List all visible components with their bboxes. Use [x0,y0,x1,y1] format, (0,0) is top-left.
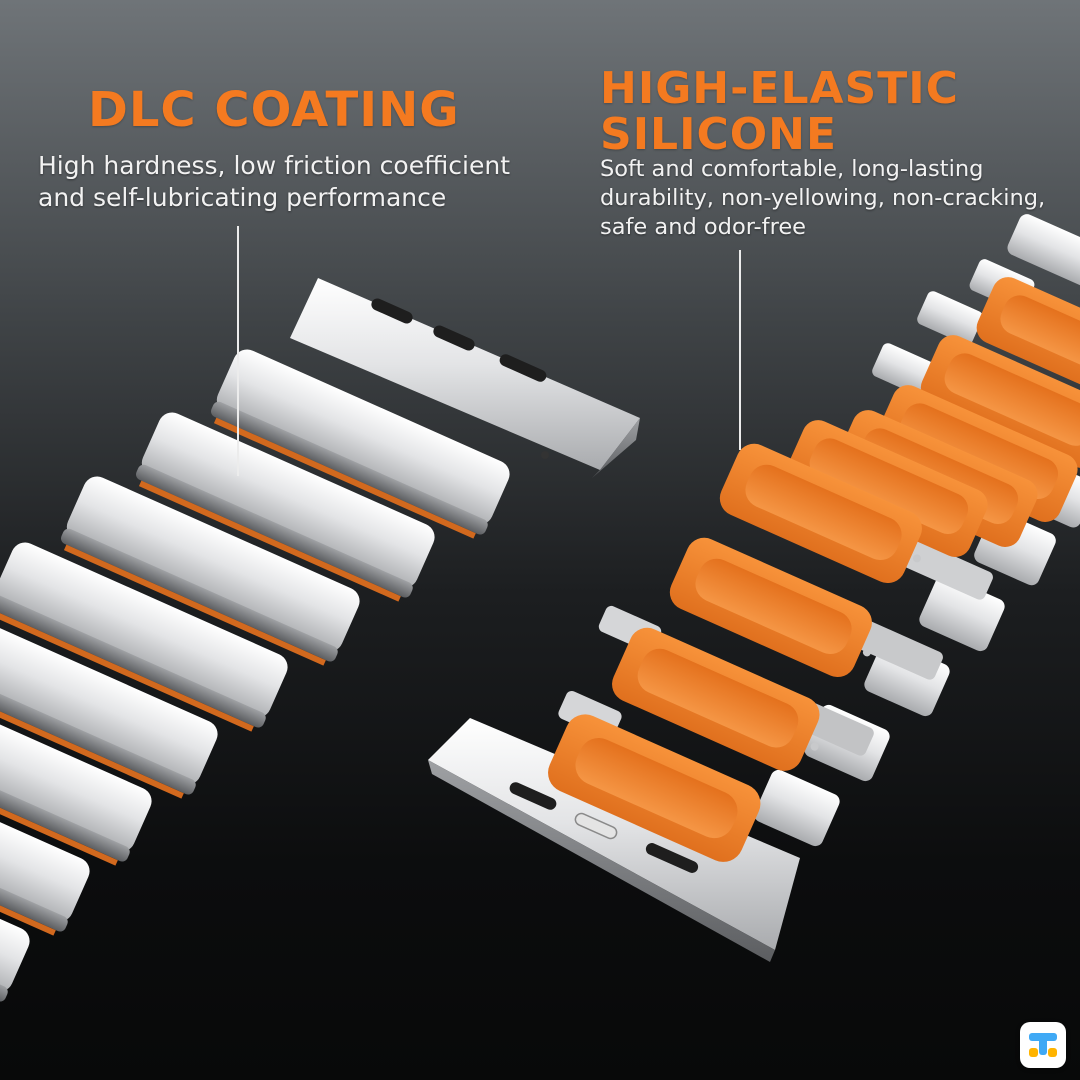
steel-link [136,412,435,602]
steel-link [0,609,218,799]
steel-connector [290,278,640,478]
dlc-coating-title: DLC COATING [88,82,460,138]
steel-link [61,476,360,666]
steel-link-band [0,278,640,1002]
dlc-coating-description: High hardness, low friction coefficient … [38,151,510,212]
silicone-link-band [428,214,1080,962]
silicone-title: HIGH-ELASTIC SILICONE [600,63,959,160]
dlc-callout-line [237,226,239,476]
steel-link [0,676,152,866]
silicone-link [669,537,872,678]
app-logo-glyph [1029,1033,1057,1057]
silicone-link [612,627,820,771]
steel-connector [428,718,800,962]
app-logo-icon [1020,1022,1066,1068]
silicone-link [548,714,761,862]
steel-link [0,746,90,936]
steel-link [211,349,510,539]
silicone-link [976,277,1080,405]
steel-link [0,542,288,732]
silicone-description: Soft and comfortable, long-lasting durab… [600,156,1046,240]
silicone-link [719,443,922,584]
silicone-link [785,420,988,557]
silicone-link [920,335,1080,468]
silicone-callout-line [739,250,741,450]
